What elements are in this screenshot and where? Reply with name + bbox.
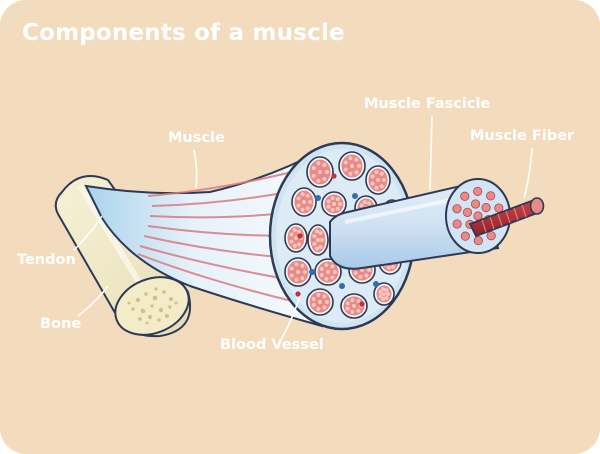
fascicle-bundle bbox=[291, 187, 317, 217]
page-title: Components of a muscle bbox=[22, 20, 345, 46]
label-blood-vessel: Blood Vessel bbox=[220, 337, 324, 353]
fascicle-bundle bbox=[321, 191, 347, 217]
fascicle-bundle bbox=[365, 165, 391, 195]
fascicle-pointer bbox=[429, 115, 433, 191]
tendon-pointer bbox=[73, 215, 103, 251]
label-tendon: Tendon bbox=[17, 252, 76, 268]
fascicle-bundle bbox=[306, 156, 334, 188]
fiber-dot bbox=[486, 191, 496, 201]
fascicle-bundle bbox=[284, 223, 308, 253]
fiber-dot bbox=[481, 203, 491, 213]
blood-vessel-pointer bbox=[281, 295, 301, 339]
bone bbox=[54, 175, 192, 338]
fiber-dot bbox=[473, 186, 483, 196]
fascicle-bundle bbox=[284, 257, 312, 287]
fiber-dot bbox=[473, 236, 483, 246]
fiber-dot bbox=[470, 199, 481, 209]
fiber-dot bbox=[462, 207, 473, 217]
fiber-pointer bbox=[523, 147, 533, 199]
fascicle-bundle bbox=[373, 282, 395, 306]
fiber-dot bbox=[494, 203, 504, 213]
fascicle-bundle bbox=[314, 258, 342, 286]
label-muscle-fascicle: Muscle Fascicle bbox=[364, 96, 491, 112]
fascicle-bundle bbox=[340, 293, 368, 319]
fiber-dot bbox=[486, 231, 496, 241]
blood-vessels bbox=[295, 173, 379, 307]
fascicle-bundle bbox=[306, 288, 334, 316]
fiber-dot bbox=[460, 231, 470, 241]
label-bone: Bone bbox=[40, 316, 82, 332]
fiber-dot bbox=[452, 219, 462, 229]
bone-pointer bbox=[77, 285, 109, 317]
muscle-pointer bbox=[193, 149, 198, 189]
fiber-dot bbox=[460, 191, 470, 201]
fiber-dot bbox=[452, 204, 462, 214]
muscle-fiber bbox=[468, 197, 545, 238]
fascicle-bundle bbox=[307, 224, 329, 256]
label-pointers bbox=[73, 115, 533, 339]
label-muscle: Muscle bbox=[168, 130, 225, 146]
fascicle-bundle bbox=[338, 151, 366, 181]
label-muscle-fiber: Muscle Fiber bbox=[470, 128, 575, 144]
